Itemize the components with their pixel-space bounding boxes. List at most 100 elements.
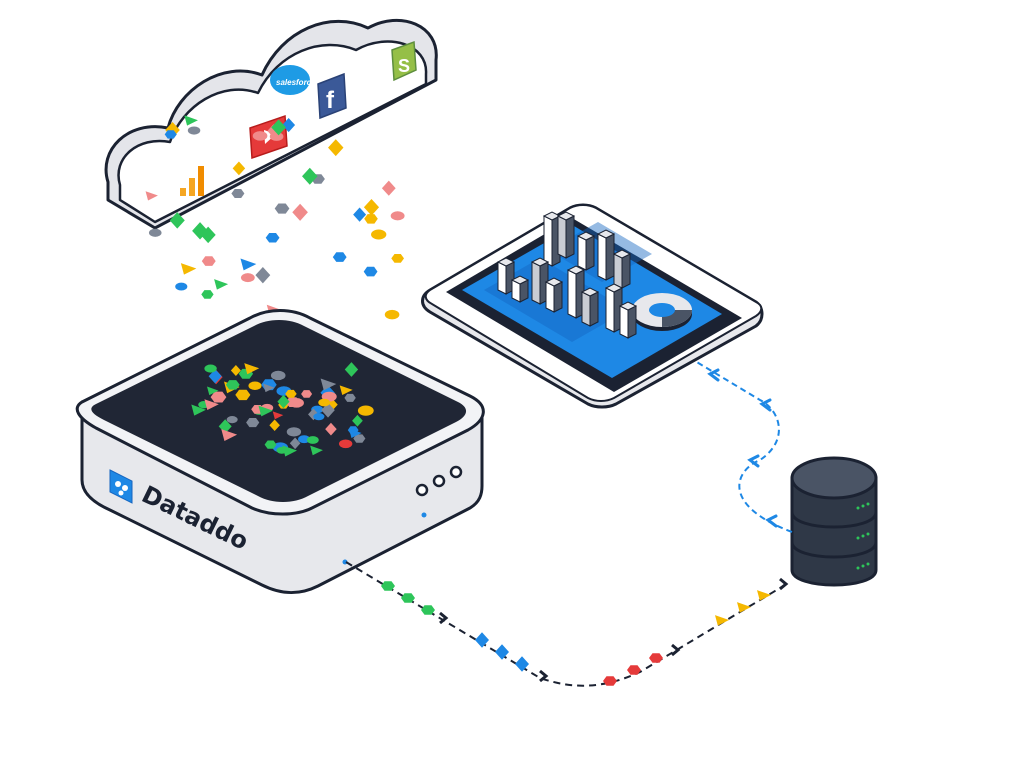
falling-shape (353, 207, 367, 222)
falling-shape (332, 252, 347, 262)
tray-shape (221, 429, 238, 441)
tray-shape (313, 413, 325, 421)
tray-shape (282, 445, 298, 457)
tray-shape (258, 405, 273, 417)
tray-shape (289, 398, 304, 408)
salesforce-label: salesforce (276, 78, 316, 87)
tray-shape (272, 411, 284, 420)
pipeline-shape (475, 632, 489, 648)
falling-shape (184, 115, 198, 126)
falling-shape (240, 258, 257, 271)
pipeline-shape (757, 590, 771, 601)
tray-shape (289, 437, 301, 450)
falling-shape (328, 139, 344, 157)
pipeline-shape (421, 605, 435, 615)
facebook-icon: f (317, 72, 347, 120)
falling-shape (145, 191, 158, 201)
tray-shape (235, 389, 251, 401)
tray-shape (286, 427, 302, 437)
tray-shape (298, 435, 311, 444)
falling-shape (390, 211, 405, 221)
donut-chart-icon (632, 293, 692, 331)
falling-shape (252, 131, 268, 141)
salesforce-icon: salesforce (270, 65, 316, 95)
falling-shape (232, 161, 246, 176)
tablet-bar (612, 249, 632, 289)
cloud: salesforce f S (104, 18, 438, 230)
tablet-bar (618, 301, 638, 339)
tablet-bar (604, 283, 624, 333)
tray-shape (244, 363, 260, 375)
falling-shape (200, 226, 216, 244)
pipeline-shape (515, 656, 529, 672)
tray-shape (344, 393, 356, 402)
tray-shape (204, 364, 217, 373)
tray-shape (353, 434, 366, 443)
falling-shape (282, 117, 296, 133)
pipeline-line (345, 561, 791, 687)
tray-shape (306, 436, 319, 444)
tray-shape (246, 418, 260, 428)
tablet-bar (556, 211, 576, 259)
tray-shape (269, 419, 280, 432)
dataddo-box: Dataddo (75, 309, 485, 595)
tray-shape (301, 390, 313, 398)
falling-shape (292, 203, 308, 221)
tray-shape (277, 394, 290, 409)
tray-shape (204, 399, 219, 411)
svg-text:S: S (398, 56, 410, 76)
tray-data-shapes (191, 362, 374, 457)
tablet (421, 203, 764, 409)
tablet-bar (596, 229, 616, 281)
tablet-bar (580, 287, 600, 327)
falling-shape (274, 203, 290, 214)
falling-shape (187, 126, 201, 135)
tray-shape (270, 370, 286, 381)
tray-shape (191, 404, 206, 416)
tray-shape (210, 391, 227, 403)
falling-shape (265, 233, 280, 243)
status-lights (342, 465, 463, 565)
pipeline-chevron-icon (779, 577, 789, 591)
tray-shape (325, 422, 337, 436)
database-icon (790, 456, 878, 587)
tray-shape (310, 445, 323, 456)
falling-shape (255, 266, 271, 284)
falling-shape (231, 189, 245, 198)
falling-shape (384, 309, 400, 320)
falling-shape (214, 279, 229, 290)
tray-shape (208, 369, 222, 384)
tray-shape (318, 398, 331, 407)
tray-shape (285, 389, 297, 398)
tray-shape (352, 414, 363, 427)
tablet-bar (510, 275, 530, 303)
bar-chart-icon (180, 166, 204, 196)
pipeline-shape (737, 602, 751, 613)
tray-shape (248, 381, 262, 391)
falling-shape (267, 124, 280, 138)
tray-shape (263, 383, 275, 393)
tray-shape (207, 386, 219, 396)
pipeline-shape (381, 581, 395, 591)
sync-line (689, 357, 793, 533)
pipeline-shape (649, 653, 663, 663)
tray-shape (321, 402, 335, 418)
falling-shape (381, 180, 396, 196)
falling-shape (201, 290, 214, 299)
falling-shape (192, 222, 208, 240)
pipeline-shape (627, 665, 641, 675)
shopify-icon: S (391, 40, 417, 82)
tray-shape (339, 385, 353, 396)
falling-data-shapes (145, 115, 405, 326)
falling-shape (180, 263, 197, 275)
tray-shape (264, 440, 277, 449)
tray-shape (338, 439, 353, 449)
pipeline-shape (495, 644, 509, 660)
tray-shape (230, 364, 241, 376)
tray-shape (276, 446, 288, 454)
tray-shape (320, 378, 337, 391)
tray-shape (225, 380, 240, 390)
tray-shape (357, 405, 374, 416)
falling-shape (240, 273, 255, 283)
